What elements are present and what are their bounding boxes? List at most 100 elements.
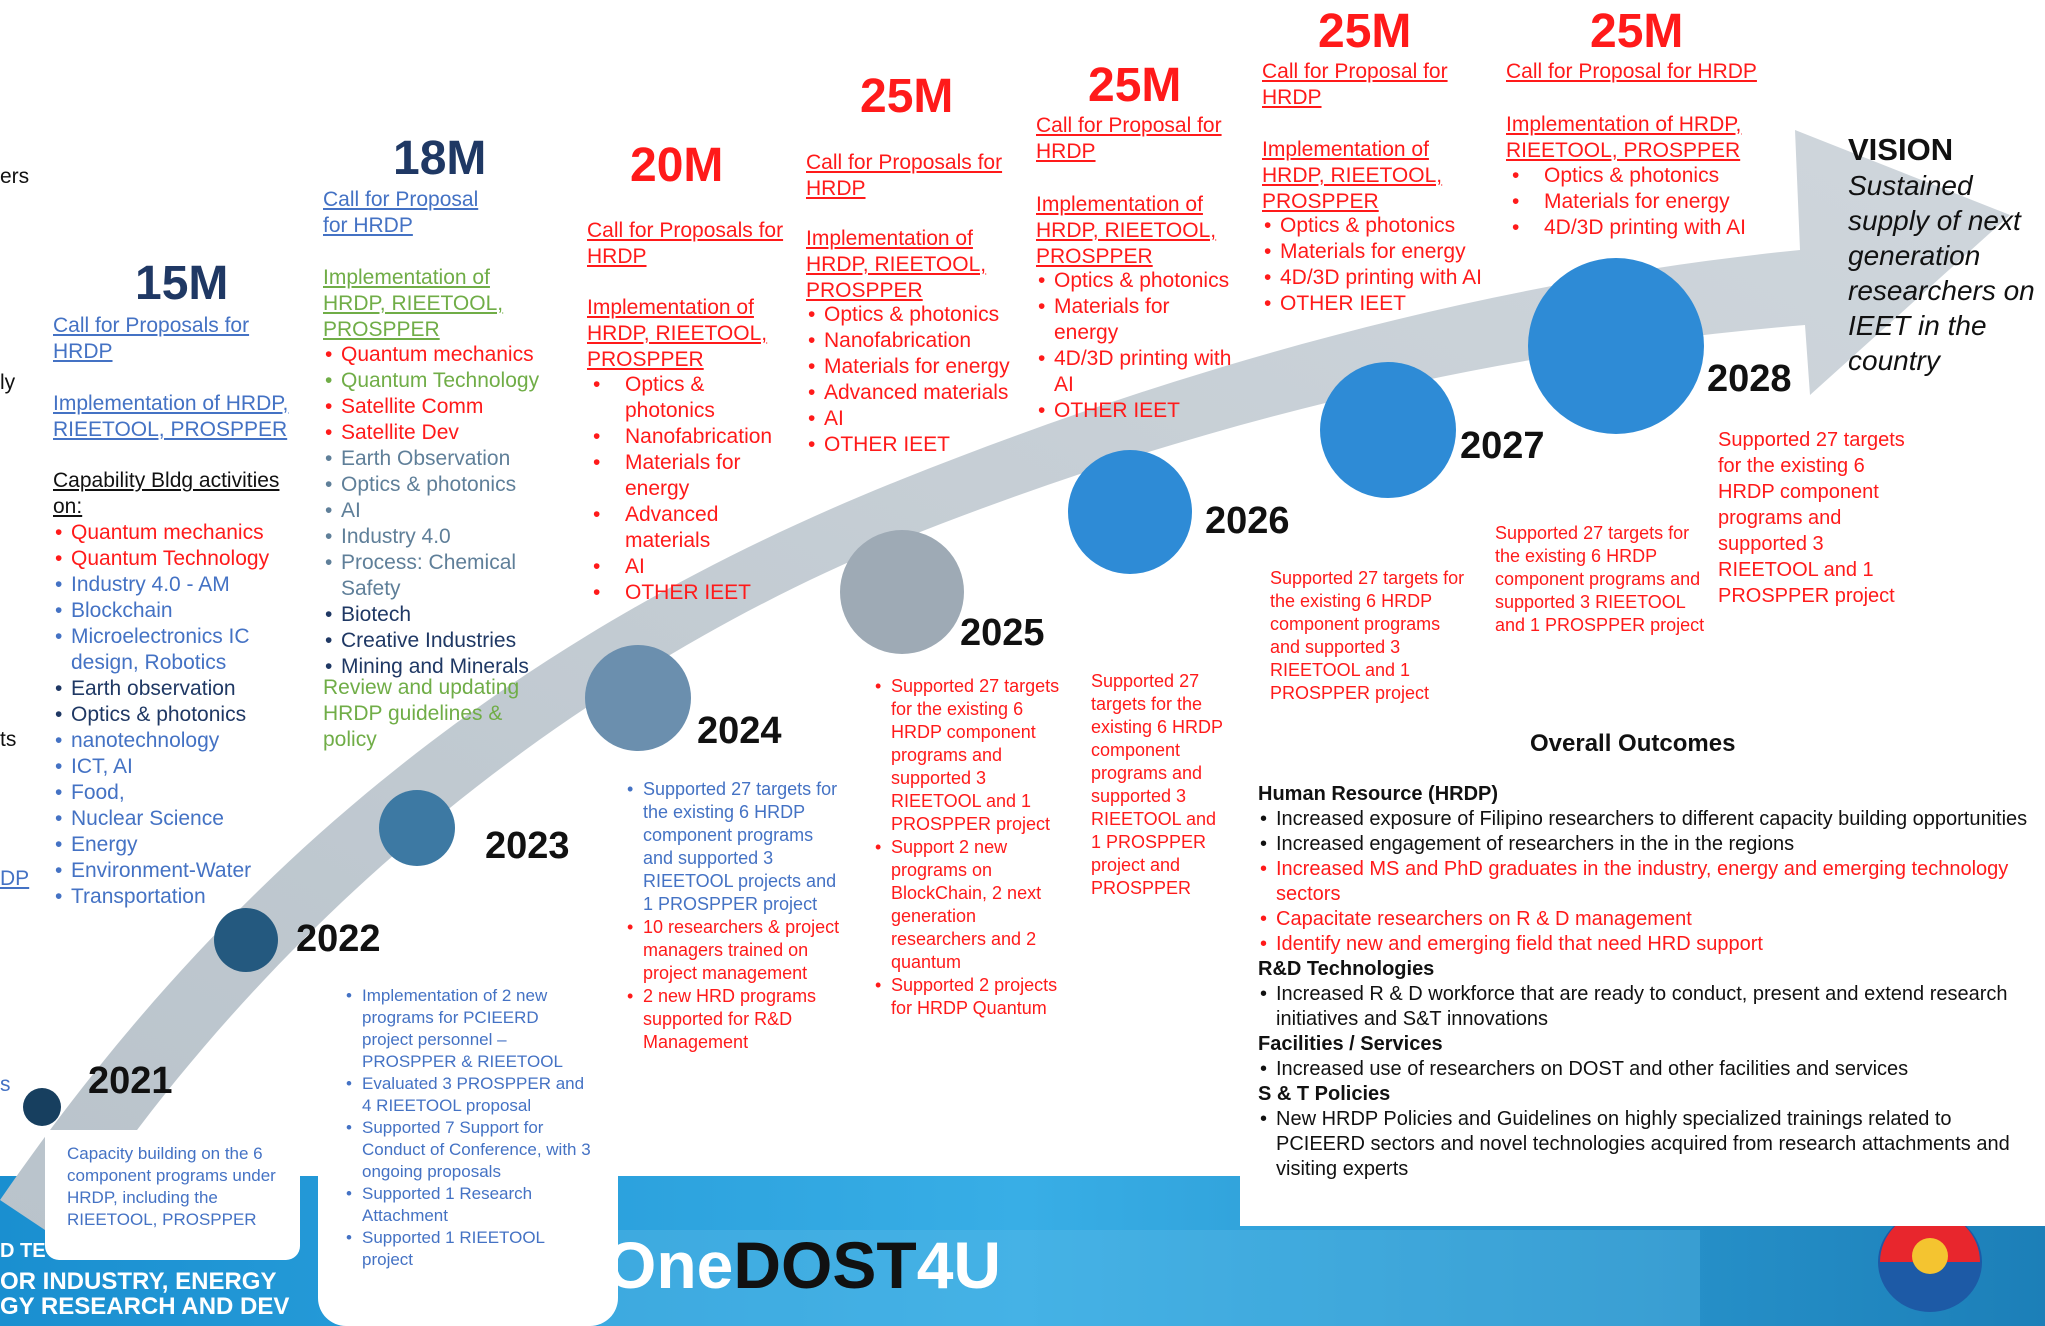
- call-2022: Call for Proposal for HRDP: [323, 188, 479, 237]
- banner-line-1: D TE: [0, 1240, 46, 1262]
- list-item: Supported 1 RIEETOOL project: [344, 1227, 594, 1271]
- list-item: Materials for energy: [806, 354, 1016, 380]
- list-item: Quantum mechanics: [323, 342, 563, 368]
- review-2022: Review and updating HRDP guidelines & po…: [323, 676, 520, 751]
- call-2027: Call for Proposal for HRDP: [1506, 60, 1757, 83]
- list-item: Supported 27 targets for the existing 6 …: [625, 778, 840, 916]
- list-item: 4D/3D printing with AI: [1262, 265, 1482, 291]
- onedost4u-logo: OneDOST4U: [605, 1232, 1001, 1298]
- results-2027: Supported 27 targets for the existing 6 …: [1495, 523, 1705, 635]
- budget-2026: 25M: [1318, 5, 1412, 58]
- list-item: Optics & photonics: [587, 372, 787, 424]
- list-2027: Optics & photonics Materials for energy …: [1506, 163, 1766, 241]
- list-2022: Quantum mechanics Quantum Technology Sat…: [323, 342, 563, 680]
- list-item: AI: [587, 554, 787, 580]
- impl-2023: Implementation of HRDP, RIEETOOL, PROSPP…: [587, 296, 768, 371]
- impl-2024: Implementation of HRDP, RIEETOOL, PROSPP…: [806, 227, 987, 302]
- list-2025: Optics & photonics Materials for energy …: [1036, 268, 1236, 424]
- edge-fragment: ts: [0, 728, 17, 751]
- year-2024: 2024: [697, 710, 782, 752]
- list-item: Implementation of 2 new programs for PCI…: [344, 985, 594, 1073]
- circle-2021: [23, 1088, 61, 1126]
- call-2021: Call for Proposals for HRDP: [53, 314, 250, 363]
- year-2022: 2022: [296, 918, 381, 960]
- list-item: Transportation: [53, 884, 323, 910]
- list-item: 4D/3D printing with AI: [1036, 346, 1236, 398]
- pol-title: S & T Policies: [1258, 1083, 1391, 1105]
- list-item: Mining and Minerals: [323, 654, 563, 680]
- banner-line-3: GY RESEARCH AND DEV: [0, 1293, 290, 1320]
- impl-2022: Implementation of HRDP, RIEETOOL, PROSPP…: [323, 266, 504, 341]
- results-2023: Supported 27 targets for the existing 6 …: [625, 778, 840, 1054]
- budget-2023: 20M: [630, 139, 724, 192]
- list-item: Advanced materials: [806, 380, 1016, 406]
- list-item: OTHER IEET: [1262, 291, 1482, 317]
- call-2025: Call for Proposal for HRDP: [1036, 114, 1222, 163]
- list-item: Increased use of researchers on DOST and…: [1258, 1057, 2028, 1082]
- list-item: Optics & photonics: [323, 472, 563, 498]
- list-item: Environment-Water: [53, 858, 323, 884]
- budget-2025: 25M: [1088, 59, 1182, 112]
- list-item: Increased R & D workforce that are ready…: [1258, 982, 2028, 1032]
- box-2022-list: Implementation of 2 new programs for PCI…: [344, 985, 594, 1271]
- list-item: Optics & photonics: [806, 302, 1016, 328]
- year-2027: 2027: [1460, 425, 1545, 467]
- outcomes-title: Overall Outcomes: [1530, 730, 1736, 757]
- circle-2026: [1068, 450, 1192, 574]
- list-item: Quantum mechanics: [53, 520, 323, 546]
- banner-line-2: OR INDUSTRY, ENERGY: [0, 1268, 277, 1295]
- call-2023: Call for Proposals for HRDP: [587, 219, 784, 268]
- cap-title-2021: Capability Bldg activities on:: [53, 469, 280, 518]
- year-2021: 2021: [88, 1060, 173, 1102]
- list-item: Earth observation: [53, 676, 323, 702]
- year-2023: 2023: [485, 825, 570, 867]
- budget-2024: 25M: [860, 70, 954, 123]
- budget-2021: 15M: [135, 257, 229, 310]
- list-2023: Optics & photonics Nanofabrication Mater…: [587, 372, 787, 606]
- results-2026: Supported 27 targets for the existing 6 …: [1270, 568, 1465, 703]
- edge-fragment: s: [0, 1073, 11, 1096]
- hr-list: Increased exposure of Filipino researche…: [1258, 807, 2028, 957]
- list-item: Quantum Technology: [323, 368, 563, 394]
- impl-2026: Implementation of HRDP, RIEETOOL, PROSPP…: [1262, 138, 1443, 213]
- fac-title: Facilities / Services: [1258, 1033, 1443, 1055]
- results-2028: Supported 27 targets for the existing 6 …: [1718, 429, 1905, 607]
- impl-2025: Implementation of HRDP, RIEETOOL, PROSPP…: [1036, 193, 1217, 268]
- list-item: Supported 7 Support for Conduct of Confe…: [344, 1117, 594, 1183]
- rd-title: R&D Technologies: [1258, 958, 1435, 980]
- year-2028: 2028: [1707, 358, 1792, 400]
- list-item: Satellite Comm: [323, 394, 563, 420]
- edge-fragment: ers: [0, 165, 30, 188]
- vision-text: Sustained supply of next generation rese…: [1848, 170, 2035, 376]
- list-item: Advanced materials: [587, 502, 787, 554]
- list-2024: Optics & photonics Nanofabrication Mater…: [806, 302, 1016, 458]
- edge-fragment: DP: [0, 867, 30, 890]
- circle-2023: [379, 790, 455, 866]
- results-2025: Supported 27 targets for the existing 6 …: [1091, 671, 1223, 898]
- list-item: Food,: [53, 780, 323, 806]
- list-item: 4D/3D printing with AI: [1506, 215, 1766, 241]
- pol-list: New HRDP Policies and Guidelines on high…: [1258, 1107, 2028, 1182]
- list-item: OTHER IEET: [587, 580, 787, 606]
- call-2024: Call for Proposals for HRDP: [806, 151, 1003, 200]
- circle-2025: [840, 530, 964, 654]
- box-2021-text: Capacity building on the 6 component pro…: [67, 1144, 276, 1229]
- year-2025: 2025: [960, 612, 1045, 654]
- list-item: AI: [323, 498, 563, 524]
- list-item: Materials for energy: [1036, 294, 1236, 346]
- list-item: ICT, AI: [53, 754, 323, 780]
- list-item: Supported 1 Research Attachment: [344, 1183, 594, 1227]
- list-item: Evaluated 3 PROSPPER and 4 RIEETOOL prop…: [344, 1073, 594, 1117]
- circle-2024: [585, 645, 691, 751]
- list-item: Industry 4.0 - AM: [53, 572, 323, 598]
- list-item: 2 new HRD programs supported for R&D Man…: [625, 985, 840, 1054]
- list-item: Optics & photonics: [1036, 268, 1236, 294]
- impl-2027: Implementation of HRDP, RIEETOOL, PROSPP…: [1506, 113, 1742, 162]
- hr-title: Human Resource (HRDP): [1258, 783, 1499, 805]
- impl-2021: Implementation of HRDP, RIEETOOL, PROSPP…: [53, 392, 289, 441]
- edge-fragment: ly: [0, 371, 16, 394]
- cap-list-2021: Quantum mechanics Quantum Technology Ind…: [53, 520, 323, 910]
- list-item: Supported 2 projects for HRDP Quantum: [873, 974, 1073, 1020]
- vision-title: VISION: [1848, 132, 1954, 167]
- list-item: Biotech: [323, 602, 563, 628]
